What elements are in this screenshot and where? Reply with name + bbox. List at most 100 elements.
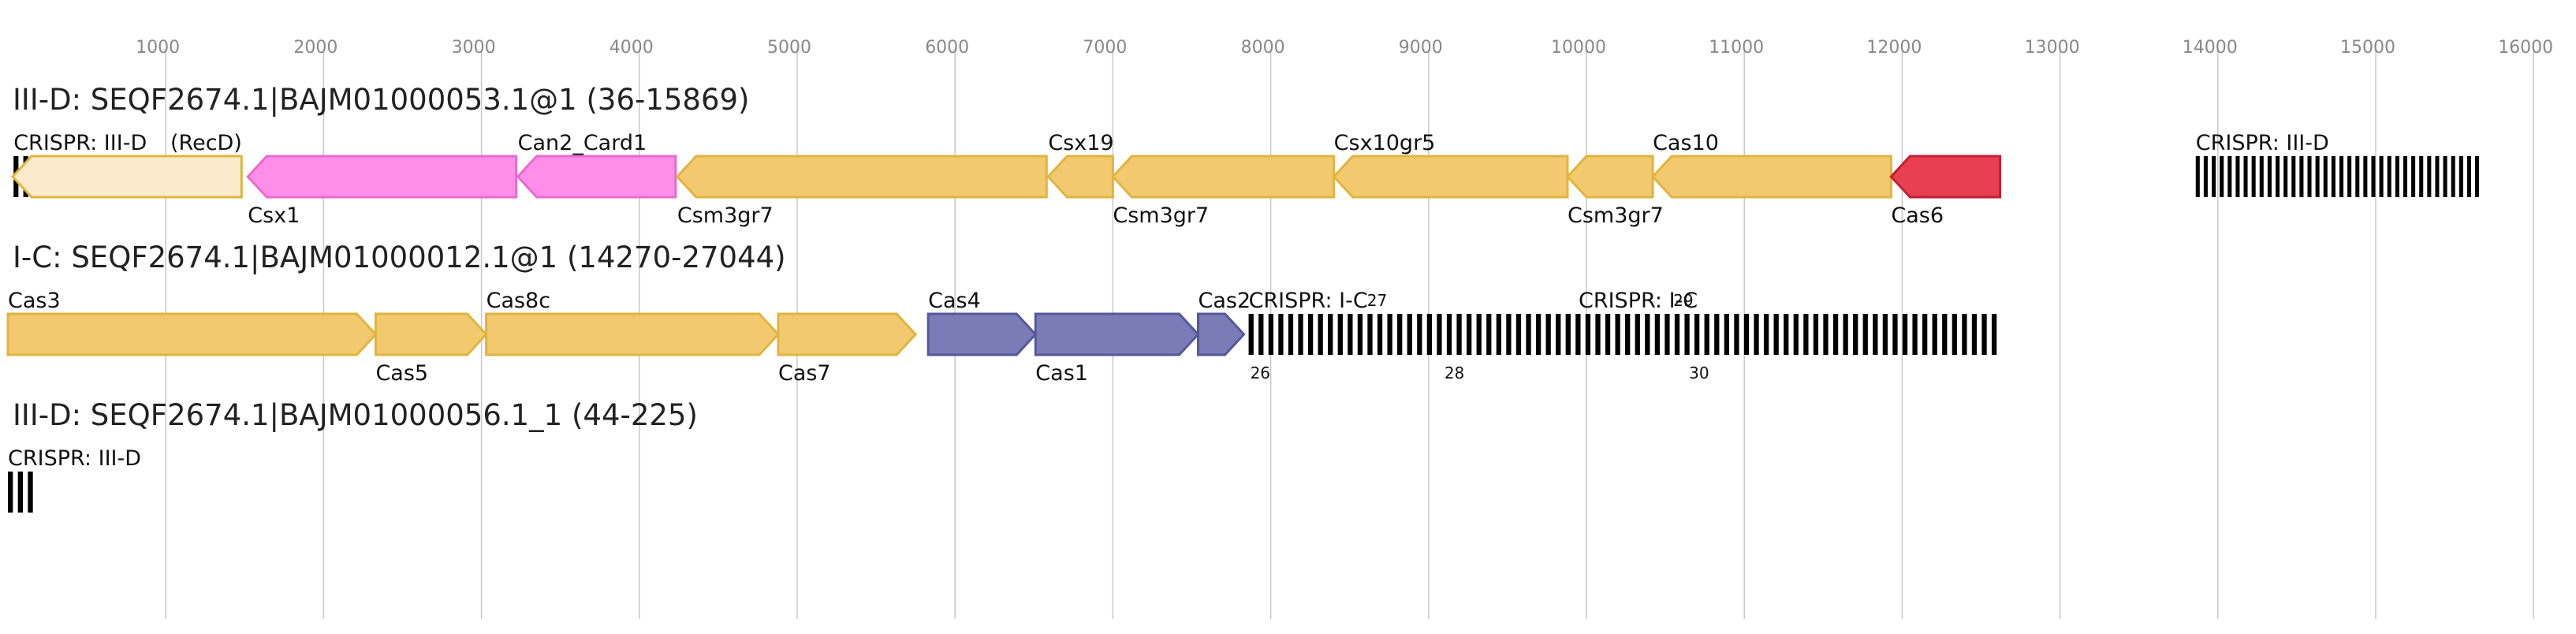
gene-arrow	[675, 155, 1048, 199]
gene-label: Csm3gr7	[677, 203, 774, 228]
repeat-unit	[1476, 314, 1482, 355]
gene-label: Cas4	[928, 289, 981, 313]
crispr-label: CRISPR: I-C	[1249, 289, 1368, 313]
repeat-unit	[2323, 156, 2328, 197]
repeat-unit	[1615, 314, 1620, 355]
gene-label: Csx10gr5	[1334, 131, 1436, 155]
repeat-unit	[1407, 314, 1412, 355]
repeat-unit	[2443, 156, 2447, 197]
repeat-unit	[1803, 314, 1809, 355]
spacer-index-label: 26	[1251, 364, 1270, 382]
repeat-unit	[8, 472, 13, 513]
repeat-unit	[1902, 314, 1908, 355]
repeat-unit	[1694, 314, 1700, 355]
gene-label: Cas8c	[486, 289, 551, 313]
repeat-unit	[1763, 314, 1769, 355]
gene-label: Cas7	[778, 361, 831, 386]
crispr-array	[2195, 156, 2480, 197]
repeat-unit	[1288, 314, 1294, 355]
gene-label: Cas10	[1653, 131, 1719, 155]
axis-tick-label: 6000	[925, 38, 969, 58]
repeat-unit	[1328, 314, 1333, 355]
crispr-label: CRISPR: III-D	[13, 131, 147, 155]
repeat-unit	[1743, 314, 1750, 355]
spacer-index-label: 29	[1673, 291, 1693, 310]
repeat-unit	[2220, 156, 2224, 197]
repeat-unit	[1387, 314, 1392, 355]
repeat-unit	[1714, 314, 1720, 355]
repeat-unit	[1535, 314, 1541, 355]
crispr-label: CRISPR: III-D	[8, 446, 141, 471]
repeat-unit	[1348, 314, 1353, 355]
repeat-unit	[1784, 314, 1789, 355]
repeat-unit	[2259, 156, 2264, 197]
repeat-unit	[1625, 314, 1631, 355]
repeat-unit	[1734, 314, 1739, 355]
repeat-unit	[1724, 314, 1729, 355]
repeat-unit	[1853, 314, 1858, 355]
crispr-array	[8, 472, 33, 513]
repeat-unit	[28, 472, 33, 513]
repeat-unit	[1862, 314, 1868, 355]
repeat-unit	[1298, 314, 1303, 355]
repeat-unit	[1426, 314, 1433, 355]
gene-arrow	[1565, 155, 1654, 199]
repeat-unit	[1575, 314, 1581, 355]
repeat-unit	[1397, 314, 1403, 355]
gene-arrow	[926, 312, 1038, 356]
gene-label: Csm3gr7	[1113, 203, 1209, 228]
repeat-unit	[1337, 314, 1343, 355]
track-title: III-D: SEQF2674.1|BAJM01000053.1@1 (36-1…	[13, 83, 749, 117]
repeat-unit	[2283, 156, 2288, 197]
repeat-unit	[2435, 156, 2440, 197]
repeat-unit	[1654, 314, 1661, 355]
repeat-unit	[1506, 314, 1512, 355]
repeat-unit	[1843, 314, 1848, 355]
repeat-unit	[1823, 314, 1829, 355]
repeat-unit	[1813, 314, 1819, 355]
repeat-unit	[1565, 314, 1571, 355]
repeat-unit	[17, 472, 24, 513]
axis-tick-label: 11000	[1709, 38, 1764, 58]
repeat-unit	[2203, 156, 2208, 197]
axis-tick-label: 14000	[2183, 38, 2238, 58]
axis-tick-label: 10000	[1551, 38, 1606, 58]
gene-label: Csm3gr7	[1568, 203, 1664, 228]
repeat-unit	[2387, 156, 2391, 197]
repeat-unit	[1496, 314, 1501, 355]
gene-label: Cas5	[375, 361, 428, 386]
repeat-unit	[2331, 156, 2336, 197]
repeat-unit	[1377, 314, 1383, 355]
gene-arrow	[1889, 155, 2002, 199]
crispr-label: CRISPR: I-C	[1579, 289, 1698, 313]
axis-tick-label: 13000	[2025, 38, 2080, 58]
repeat-unit	[1605, 314, 1611, 355]
gene-arrow	[1046, 155, 1114, 199]
repeat-unit	[1981, 314, 1987, 355]
axis-tick-label: 12000	[1866, 38, 1922, 58]
axis-tick-label: 1000	[136, 38, 180, 58]
repeat-unit	[1991, 314, 1997, 355]
gene-label: Cas1	[1035, 361, 1088, 386]
repeat-unit	[2355, 156, 2360, 197]
repeat-unit	[2419, 156, 2424, 197]
gene-arrow	[1332, 155, 1569, 199]
repeat-unit	[1456, 314, 1462, 355]
repeat-unit	[1635, 314, 1640, 355]
gene-label: Cas3	[8, 289, 61, 313]
repeat-unit	[1467, 314, 1472, 355]
repeat-unit	[1437, 314, 1442, 355]
repeat-unit	[1258, 314, 1264, 355]
axis-tick-label: 4000	[610, 38, 654, 58]
repeat-unit	[2315, 156, 2320, 197]
gene-arrow	[777, 312, 918, 356]
repeat-unit	[2371, 156, 2376, 197]
spacer-index-label: 27	[1367, 291, 1387, 310]
repeat-unit	[1832, 314, 1839, 355]
repeat-unit	[1773, 314, 1779, 355]
repeat-unit	[1873, 314, 1878, 355]
gene-arrow	[1197, 312, 1246, 356]
spacer-index-label: 30	[1689, 364, 1709, 382]
repeat-unit	[2307, 156, 2312, 197]
gene-arrow	[485, 312, 781, 356]
